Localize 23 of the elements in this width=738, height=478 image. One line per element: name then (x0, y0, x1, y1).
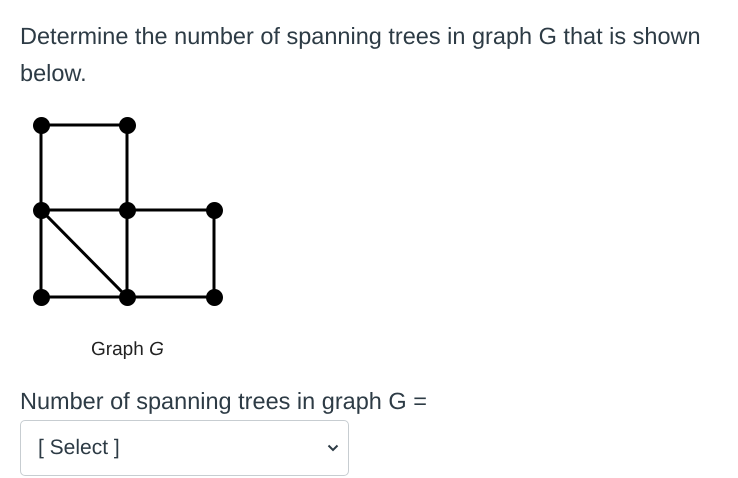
question-text: Determine the number of spanning trees in graph G that is shown below. (20, 22, 702, 88)
graph-vertex (206, 202, 222, 218)
graph-edge (134, 208, 206, 212)
figure-caption: Graph G (91, 338, 164, 362)
graph-edge (134, 296, 206, 298)
graph-vertex (118, 116, 136, 134)
graph-edge (126, 132, 128, 202)
graph-edge (212, 218, 216, 290)
select-dropdown: [ Select ] (20, 420, 349, 476)
graph-edge (48, 296, 120, 298)
graph-edge (126, 218, 128, 290)
graph-edge (40, 218, 42, 290)
graph-vertex (32, 116, 50, 134)
graph-edge (48, 208, 120, 212)
graph-vertex (206, 288, 222, 306)
graph-vertex (32, 202, 50, 218)
graph-vertex (118, 288, 136, 306)
answer-prompt: Number of spanning trees in graph G = (20, 387, 427, 416)
graph-edge (48, 124, 120, 126)
graph-edge (45, 214, 123, 293)
graph-vertex (118, 202, 136, 218)
graph-vertex (32, 288, 50, 306)
graph-edge (40, 132, 42, 202)
